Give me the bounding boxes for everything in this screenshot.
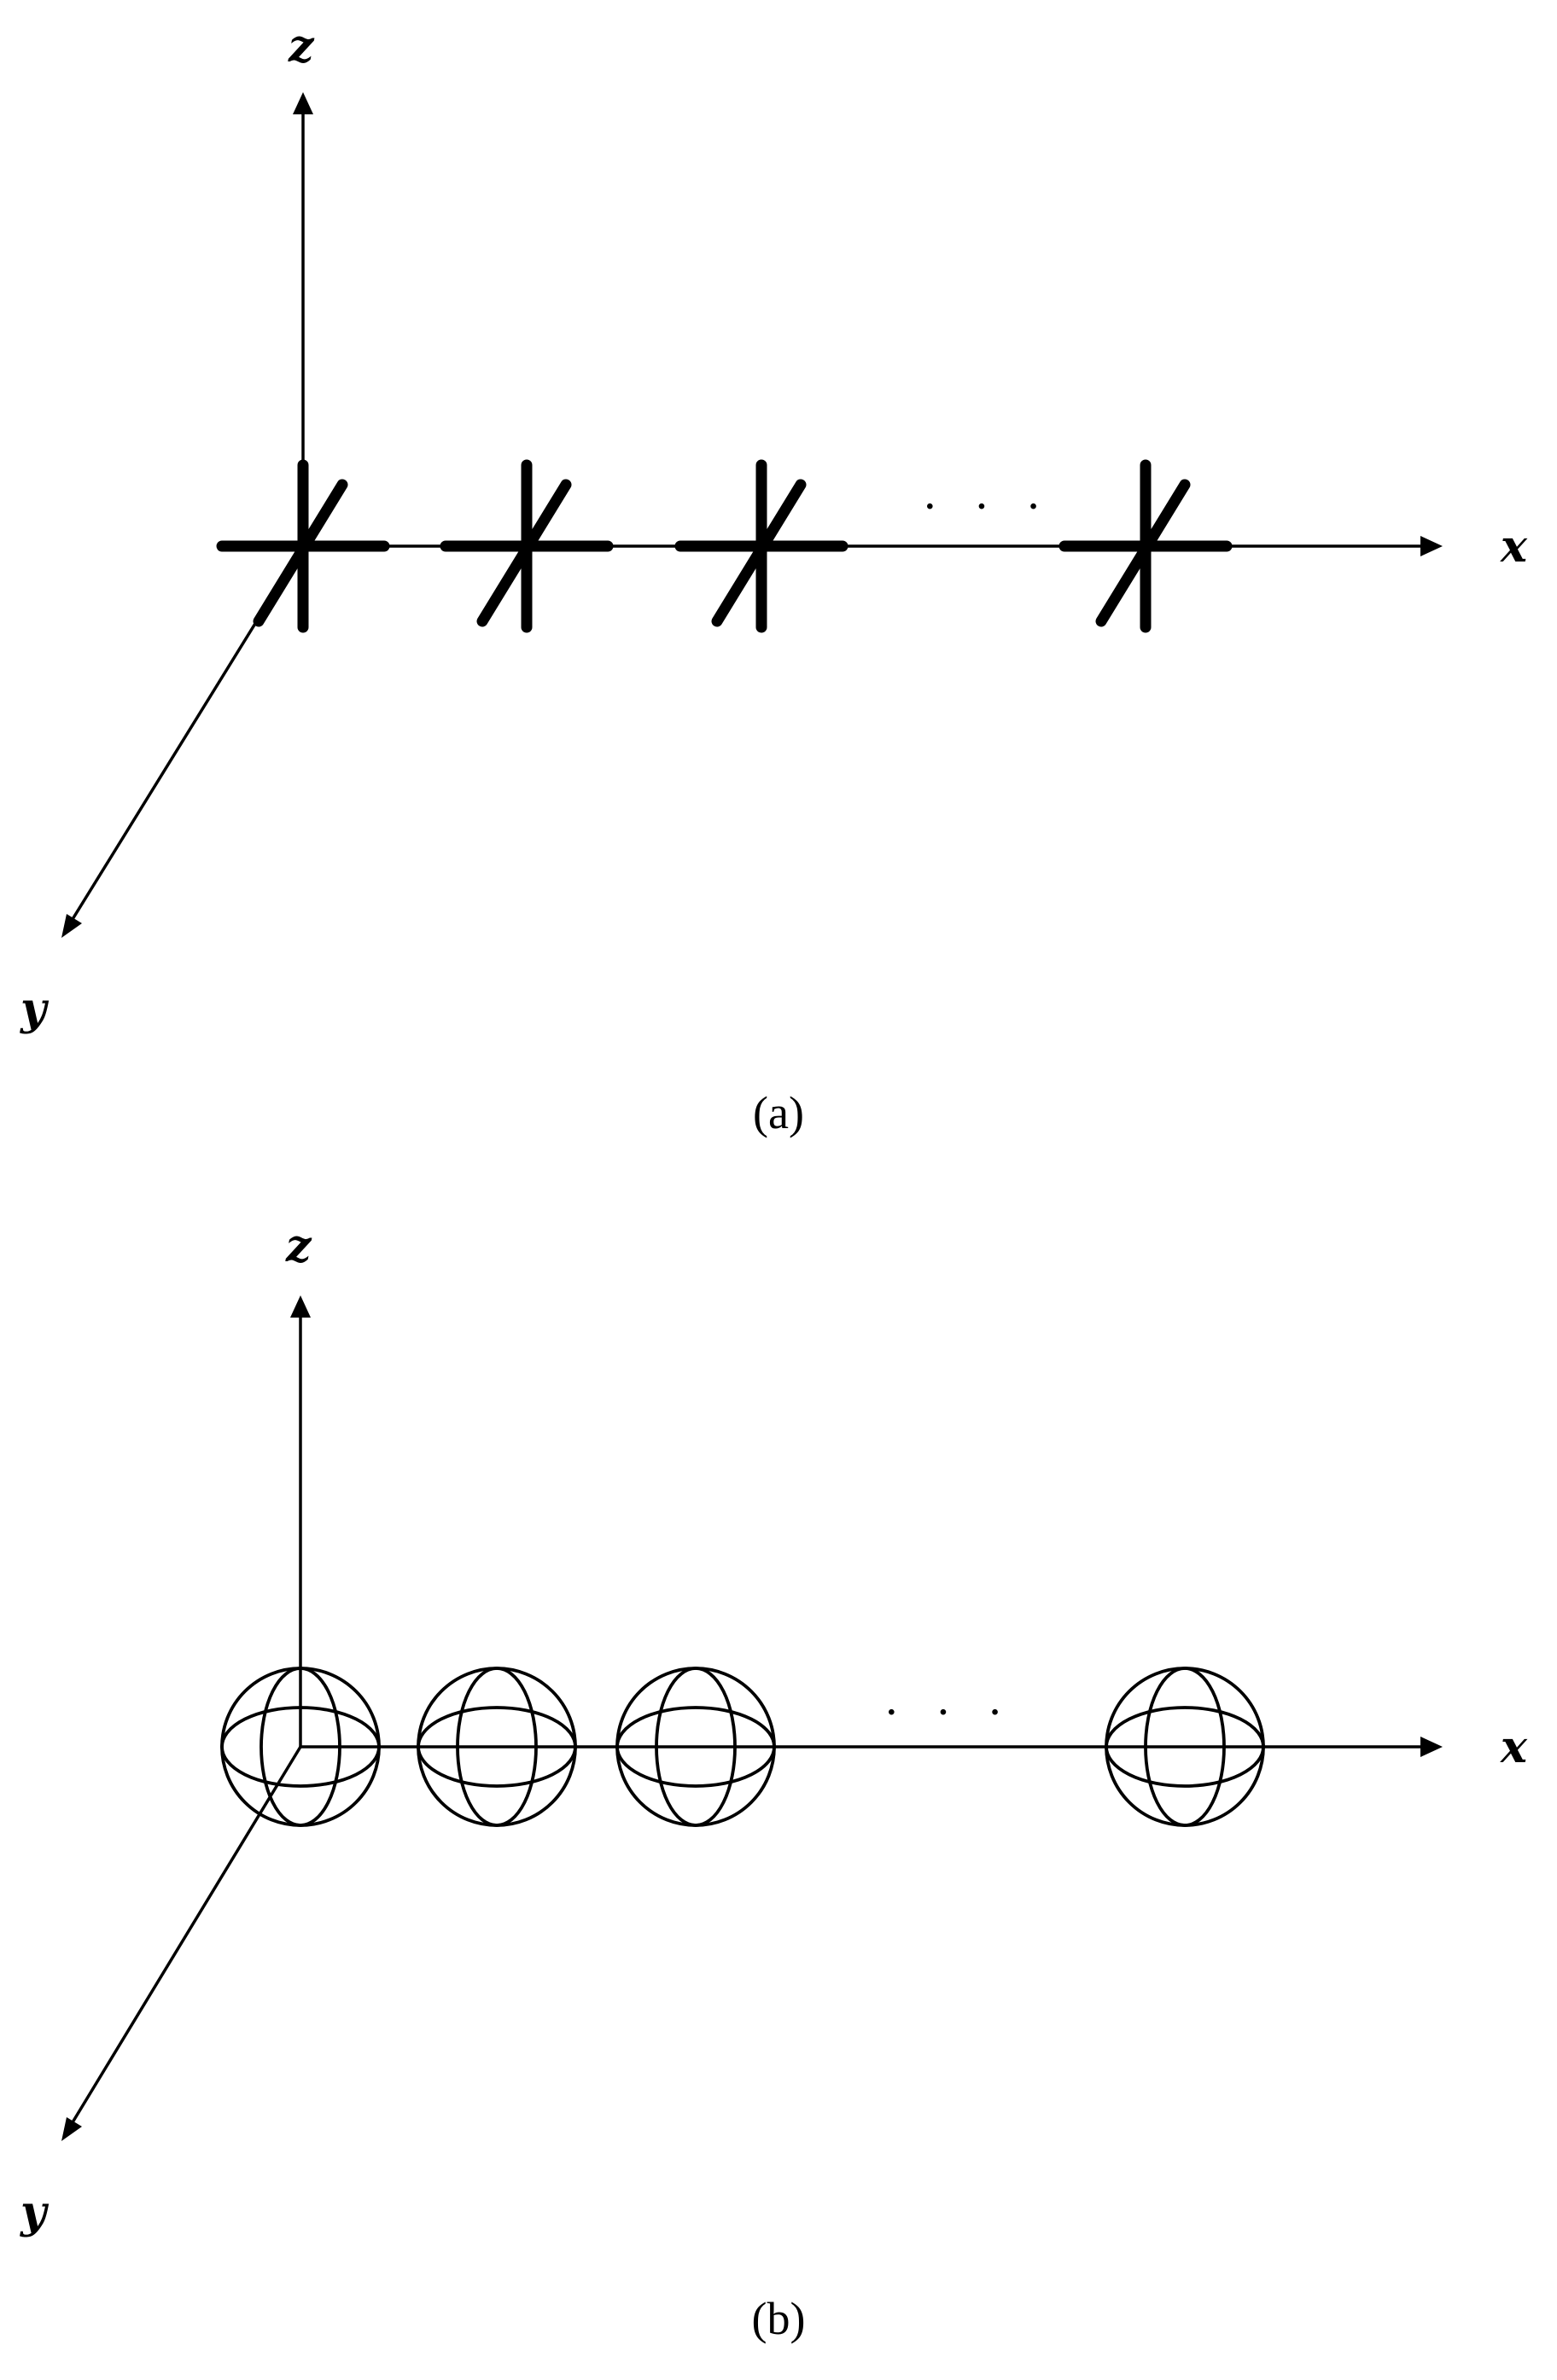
dipole-element-3: [674, 459, 848, 633]
x-axis-b: [300, 1737, 1443, 1757]
caption-a: (a): [753, 1087, 804, 1138]
y-axis-b: [61, 1746, 302, 2141]
ellipsis-a: · · ·: [922, 480, 1053, 533]
dipole-element-1: [216, 459, 390, 633]
z-axis-label-a: z: [288, 20, 315, 73]
x-axis-label-a: x: [1500, 521, 1528, 573]
caption-b: (b): [752, 2293, 806, 2344]
y-axis-label-a: y: [20, 983, 50, 1035]
dipole-element-n: [1058, 459, 1233, 633]
y-axis-label-b: y: [20, 2186, 50, 2238]
panel-a: z x y: [20, 20, 1528, 1138]
z-axis-b: [290, 1295, 311, 1747]
panel-b: z x y · · · (b): [20, 1220, 1528, 2344]
x-axis-label-b: x: [1500, 1721, 1528, 1773]
dipole-element-2: [440, 459, 614, 633]
ellipsis-b: · · ·: [883, 1686, 1015, 1739]
z-axis-label-b: z: [285, 1220, 312, 1272]
